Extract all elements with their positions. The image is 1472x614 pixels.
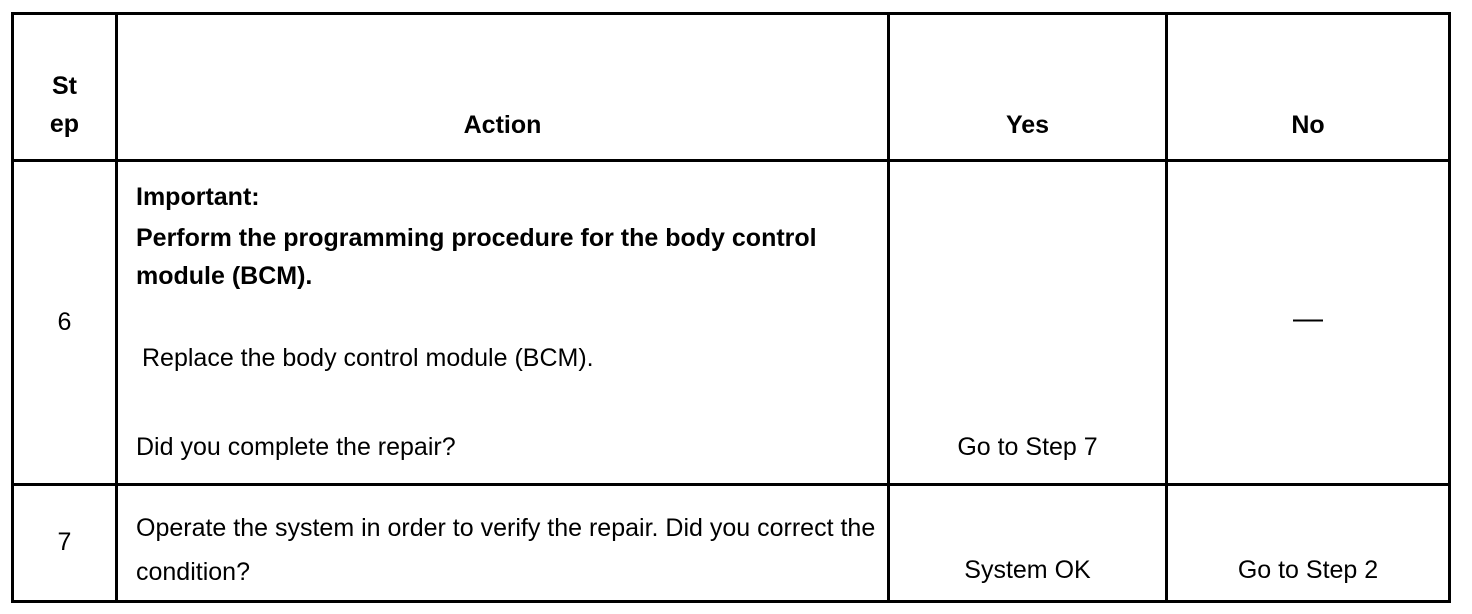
important-text: Perform the programming procedure for th…: [136, 224, 817, 291]
yes-result: Go to Step 7: [887, 159, 1168, 486]
question-text: Did you complete the repair?: [136, 432, 456, 461]
step-number: 6: [11, 159, 118, 486]
no-result: —: [1165, 159, 1451, 486]
step-number: 7: [11, 483, 118, 603]
header-yes: Yes: [887, 12, 1168, 162]
important-label: Important:: [136, 183, 260, 211]
instruction-text: Replace the body control module (BCM).: [142, 344, 594, 373]
question-text: Operate the system in order to verify th…: [136, 514, 876, 586]
table-row: 6 Important: Perform the programming pro…: [11, 159, 1451, 486]
no-result: Go to Step 2: [1165, 483, 1451, 603]
table-row: 7 Operate the system in order to verify …: [11, 483, 1451, 603]
header-no: No: [1165, 12, 1451, 162]
action-cell: Operate the system in order to verify th…: [115, 483, 890, 603]
action-cell: Important: Perform the programming proce…: [115, 159, 890, 486]
dash: —: [1293, 301, 1323, 335]
header-action: Action: [115, 12, 890, 162]
yes-result: System OK: [887, 483, 1168, 603]
